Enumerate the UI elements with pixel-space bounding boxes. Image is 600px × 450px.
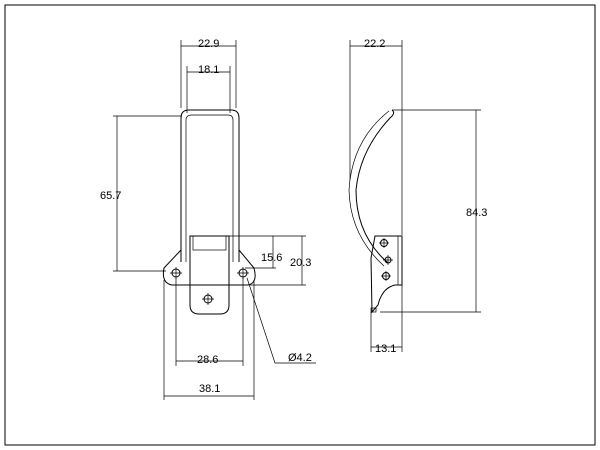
hook-tip — [370, 307, 377, 313]
dim-line-loop-height — [113, 115, 182, 272]
dim-plate-height: 20.3 — [290, 257, 311, 269]
side-hole-2 — [383, 255, 393, 265]
dim-line-base-depth — [370, 285, 403, 352]
dim-line-inner-width — [186, 66, 231, 113]
dim-hole-spacing: 28.6 — [197, 354, 218, 366]
tongue-hole — [202, 293, 214, 305]
base-plate — [162, 249, 256, 286]
side-hole-3 — [381, 271, 391, 281]
dim-base-depth: 13.1 — [375, 343, 396, 355]
loop-outer — [180, 109, 240, 262]
side-hole-1 — [379, 238, 389, 248]
side-view: 22.2 84.3 13.1 — [348, 38, 487, 355]
dim-loop-height: 65.7 — [100, 190, 121, 202]
dim-hole-diameter: Ø4.2 — [288, 352, 312, 364]
dim-depth: 22.2 — [364, 38, 385, 50]
dim-inner-width: 18.1 — [198, 64, 219, 76]
tongue — [189, 235, 230, 315]
loop-inner — [185, 114, 234, 262]
dim-line-plate-height — [250, 236, 306, 286]
dim-line-overall-height — [380, 109, 481, 313]
dim-overall-height: 84.3 — [466, 207, 487, 219]
leader-hole-diameter — [246, 277, 316, 364]
dim-line-depth — [349, 40, 403, 235]
dim-plate-width: 38.1 — [199, 383, 220, 395]
dim-tongue-height: 15.6 — [261, 252, 282, 264]
lever-arc-outer — [355, 109, 395, 264]
dim-line-plate-width — [163, 280, 255, 400]
tongue-slot — [192, 235, 227, 251]
dim-line-hole-spacing — [175, 278, 244, 366]
dim-outer-width: 22.9 — [198, 38, 219, 50]
dim-line-tongue-height — [229, 235, 306, 269]
front-view: 22.9 18.1 65.7 15.6 20.3 28.6 38.1 Ø4.2 — [100, 38, 316, 400]
mount-hole-left — [170, 267, 182, 279]
sheet-border — [4, 4, 596, 446]
lever-arc-inner — [348, 110, 390, 267]
side-bracket — [370, 235, 403, 314]
mount-hole-right — [237, 267, 249, 279]
dim-line-outer-width — [180, 40, 237, 108]
